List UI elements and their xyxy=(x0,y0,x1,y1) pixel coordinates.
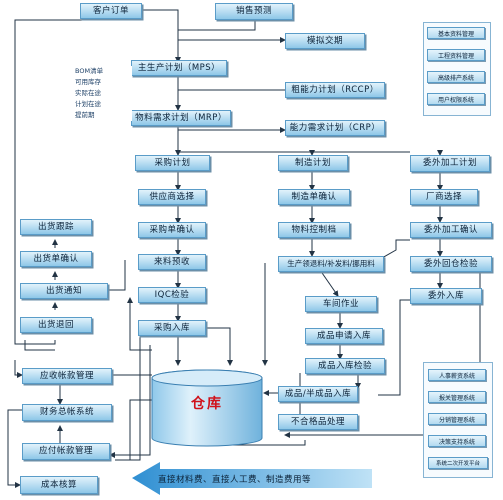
node-customer-order: 客户订单 xyxy=(80,3,142,19)
node-procurement-plan: 采购计划 xyxy=(135,155,210,171)
node-nonconforming: 不合格品处理 xyxy=(278,414,358,430)
node-workshop: 车间作业 xyxy=(305,296,377,312)
node-cost-accounting: 成本核算 xyxy=(20,476,98,494)
node-purchase-order-confirm: 采购单确认 xyxy=(138,222,206,238)
system-hr-payroll: 人事薪资系统 xyxy=(428,369,486,381)
bom-note-line: BOM清单 xyxy=(75,67,104,75)
node-ap: 应付帐款管理 xyxy=(22,443,110,460)
node-purchase-in: 采购入库 xyxy=(138,320,206,336)
bom-note-line: 计划在途 xyxy=(75,100,101,108)
node-outsourcing-plan: 委外加工计划 xyxy=(410,155,490,172)
node-ar: 应收帐款管理 xyxy=(22,368,112,384)
node-finished-inspection: 成品入库检验 xyxy=(305,358,385,374)
node-supplier-selection: 供应商选择 xyxy=(138,189,206,205)
system-customs: 报关管理系统 xyxy=(428,391,486,403)
cost-flow-label: 直接材料费、直接人工费、制造费用等 xyxy=(158,475,312,485)
node-vendor-selection: 厂商选择 xyxy=(410,189,478,205)
node-crp: 能力需求计划（CRP） xyxy=(285,120,385,136)
node-mps: 主生产计划（MPS） xyxy=(131,60,227,76)
node-finished-in: 成品/半成品入库 xyxy=(278,386,358,402)
node-incoming-receiving: 来料预收 xyxy=(138,254,206,270)
system-decision-support: 决策支持系统 xyxy=(428,435,486,447)
system-engineering-data: 工程资料管理 xyxy=(427,49,485,61)
node-production-picking: 生产领退料/补发料/挪用料 xyxy=(278,256,384,272)
bom-note-line: 可用库存 xyxy=(75,78,101,86)
node-simulated-delivery: 模拟交期 xyxy=(285,33,365,49)
system-distribution: 分销管理系统 xyxy=(428,413,486,425)
bom-note: BOM清单 可用库存 实际在途 计划在途 提前期 xyxy=(75,66,132,121)
warehouse-cylinder xyxy=(151,369,263,447)
bom-note-line: 提前期 xyxy=(75,111,95,119)
warehouse-label: 仓库 xyxy=(191,396,223,412)
node-shipment-confirm: 出货单确认 xyxy=(20,251,92,267)
system-basic-data: 基本资料管理 xyxy=(427,27,485,39)
system-user-permission: 用户权限系统 xyxy=(427,93,485,105)
node-sales-forecast: 销售预测 xyxy=(215,3,293,20)
system-dev-platform: 系统二次开发平台 xyxy=(428,457,488,469)
node-outsourcing-return: 委外回仓检验 xyxy=(410,256,492,272)
node-shipment-return: 出货退回 xyxy=(20,317,92,333)
bottom-system-panel: 人事薪资系统 报关管理系统 分销管理系统 决策支持系统 系统二次开发平台 xyxy=(423,362,493,478)
node-manufacturing-plan: 制造计划 xyxy=(278,155,348,171)
node-shipment-notice: 出货通知 xyxy=(20,283,108,299)
bom-note-line: 实际在途 xyxy=(75,89,101,97)
system-aps: 高级排产系统 xyxy=(427,71,485,83)
node-mfg-order-confirm: 制造单确认 xyxy=(278,189,350,205)
node-outsourcing-confirm: 委外加工确认 xyxy=(410,222,492,238)
node-shipment-tracking: 出货跟踪 xyxy=(20,219,92,235)
cost-flow-arrow xyxy=(132,462,372,495)
node-outsourcing-in: 委外入库 xyxy=(410,288,482,304)
node-mrp: 物料需求计划（MRP） xyxy=(131,110,231,126)
node-rccp: 粗能力计划（RCCP） xyxy=(285,82,385,98)
node-iqc: IQC检验 xyxy=(138,287,206,303)
node-finished-request: 成品申请入库 xyxy=(305,328,383,344)
node-general-ledger: 财务总帐系统 xyxy=(22,404,112,421)
top-system-panel: 基本资料管理 工程资料管理 高级排产系统 用户权限系统 xyxy=(423,22,491,116)
node-material-control: 物料控制档 xyxy=(278,222,350,238)
